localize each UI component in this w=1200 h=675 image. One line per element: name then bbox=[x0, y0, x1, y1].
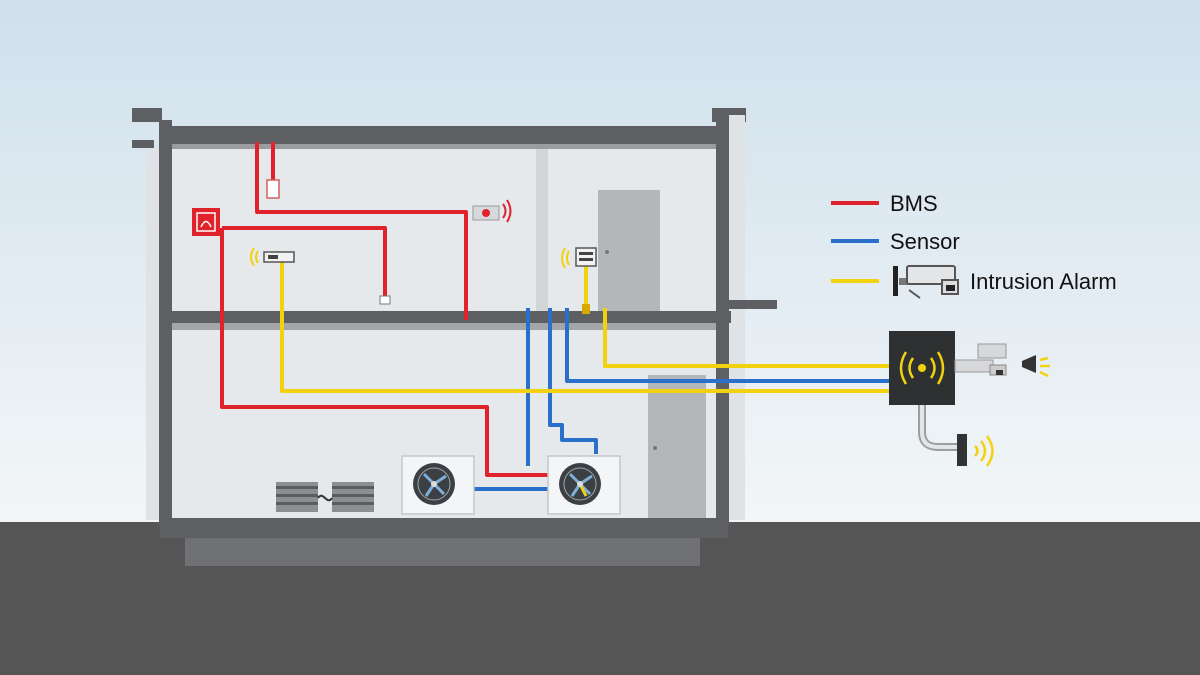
legend-label-sensor: Sensor bbox=[890, 229, 960, 254]
sensor-wiring bbox=[472, 308, 889, 491]
junction-box bbox=[582, 304, 590, 314]
building bbox=[132, 108, 777, 566]
alarm-line-upper bbox=[280, 262, 889, 393]
bms-thermostat-icon bbox=[266, 179, 280, 199]
alarm-line-panel bbox=[603, 308, 889, 368]
bms-main-run bbox=[220, 228, 550, 477]
bms-sensor-box-icon bbox=[379, 295, 391, 305]
interior-partition bbox=[536, 149, 548, 311]
foundation bbox=[160, 518, 728, 538]
compressor-unit-icon bbox=[276, 482, 374, 512]
bms-branch-sensor bbox=[222, 226, 387, 298]
door-contact-sensor-icon bbox=[561, 247, 597, 269]
sensor-line-3 bbox=[565, 308, 889, 383]
roof-slab bbox=[159, 126, 731, 144]
legend bbox=[831, 201, 959, 299]
fire-alarm-panel-icon bbox=[192, 208, 220, 236]
upper-door-knob bbox=[605, 250, 609, 254]
security-camera-icon bbox=[954, 343, 1007, 376]
foundation-footing bbox=[185, 538, 700, 566]
lower-door-knob bbox=[653, 446, 657, 450]
upper-door bbox=[598, 190, 660, 311]
legend-label-intrusion-alarm: Intrusion Alarm bbox=[970, 269, 1117, 294]
motion-sensor-icon bbox=[250, 247, 295, 267]
bms-wiring bbox=[220, 142, 550, 477]
outdoor-ac-unit-icon bbox=[401, 455, 475, 515]
alarm-control-box-icon bbox=[889, 331, 955, 405]
magnetic-door-sensor-icon bbox=[918, 405, 994, 467]
roof-trim bbox=[172, 144, 717, 149]
left-parapet bbox=[132, 108, 162, 122]
security-camera-icon bbox=[893, 265, 959, 299]
lower-door bbox=[648, 375, 706, 518]
left-wall-cladding bbox=[146, 150, 159, 520]
siren-icon bbox=[472, 199, 512, 223]
floor-slab bbox=[159, 311, 731, 323]
sensor-line-2 bbox=[548, 308, 598, 454]
strobe-light-icon bbox=[1022, 355, 1050, 378]
balcony-slab bbox=[729, 300, 777, 309]
left-eave bbox=[132, 140, 154, 148]
bms-riser-left bbox=[255, 142, 468, 320]
floor-slab-trim bbox=[172, 323, 716, 330]
right-wall-cladding bbox=[729, 115, 745, 520]
intrusion-wiring bbox=[280, 262, 889, 393]
outdoor-ac-unit-icon bbox=[547, 455, 621, 515]
legend-label-bms: BMS bbox=[890, 191, 938, 216]
